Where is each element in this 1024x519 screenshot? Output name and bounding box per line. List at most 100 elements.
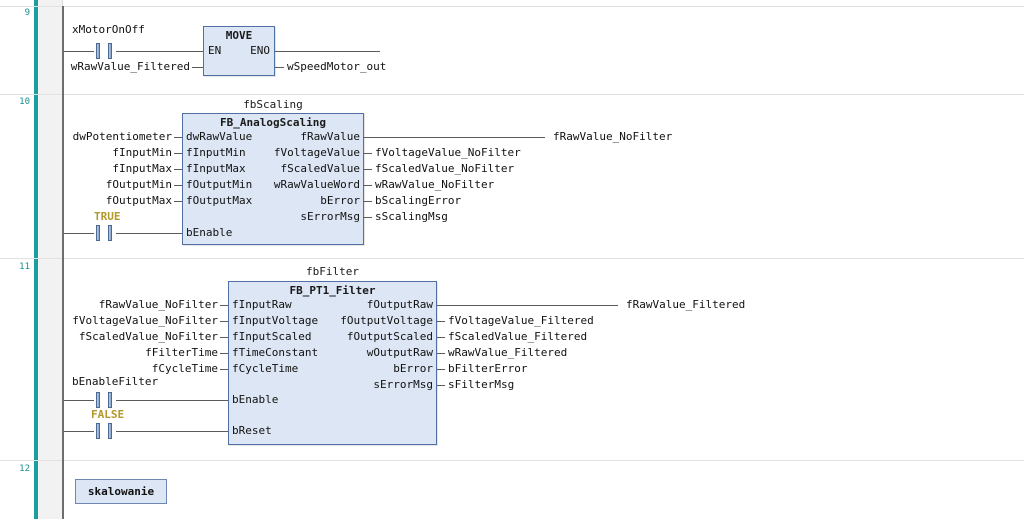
var-fscaledvalue-nofilter[interactable]: fScaledValue_NoFilter	[375, 162, 515, 175]
pin-finputscaled[interactable]: fInputScaled	[232, 330, 312, 343]
wire-rung10-to-benable	[116, 233, 182, 234]
pin-finputmin[interactable]: fInputMin	[186, 146, 246, 159]
var-foutputmax[interactable]: fOutputMax	[105, 194, 172, 207]
pin-fscaledvalue[interactable]: fScaledValue	[280, 162, 360, 175]
var-finputmin[interactable]: fInputMin	[112, 146, 172, 159]
rung-number-10[interactable]: 10	[19, 97, 30, 107]
stub-f-in-3	[220, 337, 228, 338]
rung-12-power-rail	[62, 460, 64, 519]
function-block-analogscaling[interactable]	[182, 113, 364, 245]
pin-move-en[interactable]: EN	[208, 44, 222, 57]
stub-in-1	[174, 137, 182, 138]
pin-foutputraw[interactable]: fOutputRaw	[366, 298, 433, 311]
pin-berror-scaling[interactable]: bError	[320, 194, 360, 207]
contact-xmotoronoff[interactable]	[94, 43, 116, 59]
var-wspeedmotor-out[interactable]: wSpeedMotor_out	[287, 60, 387, 73]
var-wrawvalue-nofilter[interactable]: wRawValue_NoFilter	[375, 178, 495, 191]
var-dwpotentiometer[interactable]: dwPotentiometer	[72, 130, 172, 143]
var-wrawvalue-filtered[interactable]: wRawValue_Filtered	[448, 346, 568, 359]
stub-in-4	[174, 185, 182, 186]
var-frawvalue-nofilter-in[interactable]: fRawValue_NoFilter	[98, 298, 218, 311]
var-frawvalue-nofilter[interactable]: fRawValue_NoFilter	[553, 130, 673, 143]
function-block-pt1filter[interactable]	[228, 281, 437, 445]
stub-f-out-4	[437, 353, 445, 354]
var-finputmax[interactable]: fInputMax	[112, 162, 172, 175]
editor-gutter	[38, 0, 63, 519]
pin-dwrawvalue[interactable]: dwRawValue	[186, 130, 253, 143]
contact-label-false[interactable]: FALSE	[91, 408, 125, 421]
pin-frawvalue[interactable]: fRawValue	[300, 130, 360, 143]
var-frawvalue-filtered[interactable]: fRawValue_Filtered	[626, 298, 746, 311]
rung-separator	[0, 258, 1024, 259]
pin-foutputvoltage[interactable]: fOutputVoltage	[340, 314, 433, 327]
pin-foutputscaled[interactable]: fOutputScaled	[346, 330, 433, 343]
wire-rung10-left	[64, 233, 94, 234]
rung-number-11[interactable]: 11	[19, 262, 30, 272]
wire-rung11-left-enable	[64, 400, 94, 401]
var-bscalingerror[interactable]: bScalingError	[375, 194, 462, 207]
pin-wrawvalueword[interactable]: wRawValueWord	[273, 178, 360, 191]
pin-foutputmin[interactable]: fOutputMin	[186, 178, 253, 191]
pin-woutputraw[interactable]: wOutputRaw	[366, 346, 433, 359]
stub-move-out	[275, 67, 284, 68]
contact-true[interactable]	[94, 225, 116, 241]
var-sfiltermsg[interactable]: sFilterMsg	[448, 378, 515, 391]
instance-name-fbfilter[interactable]: fbFilter	[306, 265, 359, 278]
rung-11-power-rail	[62, 258, 64, 460]
pin-berror-filter[interactable]: bError	[393, 362, 433, 375]
rung-separator	[0, 460, 1024, 461]
pin-move-eno[interactable]: ENO	[250, 44, 270, 57]
pin-fvoltagevalue[interactable]: fVoltageValue	[273, 146, 360, 159]
var-wrawvalue-filtered-in[interactable]: wRawValue_Filtered	[70, 60, 190, 73]
stub-f-in-2	[220, 321, 228, 322]
stub-in-2	[174, 153, 182, 154]
var-ffiltertime[interactable]: fFilterTime	[145, 346, 218, 359]
contact-label-benablefilter[interactable]: bEnableFilter	[72, 375, 159, 388]
stub-f-in-5	[220, 369, 228, 370]
pin-finputvoltage[interactable]: fInputVoltage	[232, 314, 319, 327]
var-fvoltagevalue-nofilter[interactable]: fVoltageValue_NoFilter	[375, 146, 521, 159]
pin-serrormsg-scaling[interactable]: sErrorMsg	[300, 210, 360, 223]
rung-number-9[interactable]: 9	[24, 8, 30, 18]
pin-benable-filter[interactable]: bEnable	[232, 393, 279, 406]
wire-rung9-eno	[275, 51, 380, 52]
pin-finputraw[interactable]: fInputRaw	[232, 298, 292, 311]
var-foutputmin[interactable]: fOutputMin	[105, 178, 172, 191]
stub-out-5	[364, 201, 372, 202]
var-fscaledvalue-filtered[interactable]: fScaledValue_Filtered	[448, 330, 588, 343]
pin-finputmax[interactable]: fInputMax	[186, 162, 246, 175]
var-fscaledvalue-nofilter-in[interactable]: fScaledValue_NoFilter	[78, 330, 218, 343]
rung-10-power-rail	[62, 94, 64, 258]
stub-out-2	[364, 153, 372, 154]
stub-out-3	[364, 169, 372, 170]
stub-in-5	[174, 201, 182, 202]
comment-box-skalowanie[interactable]: skalowanie	[75, 479, 167, 504]
rung-number-12[interactable]: 12	[19, 464, 30, 474]
instance-name-fbscaling[interactable]: fbScaling	[243, 98, 303, 111]
pin-breset[interactable]: bReset	[232, 424, 272, 437]
pin-ftimeconstant[interactable]: fTimeConstant	[232, 346, 319, 359]
function-block-move-title: MOVE	[225, 29, 253, 42]
pin-fcycletime[interactable]: fCycleTime	[232, 362, 299, 375]
var-fcycletime[interactable]: fCycleTime	[151, 362, 218, 375]
wire-rung11-to-benable	[116, 400, 228, 401]
pin-benable-scaling[interactable]: bEnable	[186, 226, 233, 239]
var-sscalingmsg[interactable]: sScalingMsg	[375, 210, 448, 223]
pin-serrormsg-filter[interactable]: sErrorMsg	[373, 378, 433, 391]
contact-benablefilter[interactable]	[94, 392, 116, 408]
var-bfiltererror[interactable]: bFilterError	[448, 362, 528, 375]
wire-rung9-to-en	[116, 51, 203, 52]
stub-f-in-1	[220, 305, 228, 306]
wire-rung11-left-reset	[64, 431, 94, 432]
contact-false[interactable]	[94, 423, 116, 439]
wire-foutputraw	[437, 305, 618, 306]
online-status-rail	[34, 0, 38, 519]
rung-separator	[0, 94, 1024, 95]
var-fvoltagevalue-filtered[interactable]: fVoltageValue_Filtered	[448, 314, 594, 327]
contact-label-xmotoronoff[interactable]: xMotorOnOff	[72, 23, 145, 36]
contact-label-true[interactable]: TRUE	[94, 210, 121, 223]
var-fvoltagevalue-nofilter-in[interactable]: fVoltageValue_NoFilter	[72, 314, 218, 327]
function-block-move[interactable]	[203, 26, 275, 76]
pin-foutputmax[interactable]: fOutputMax	[186, 194, 253, 207]
